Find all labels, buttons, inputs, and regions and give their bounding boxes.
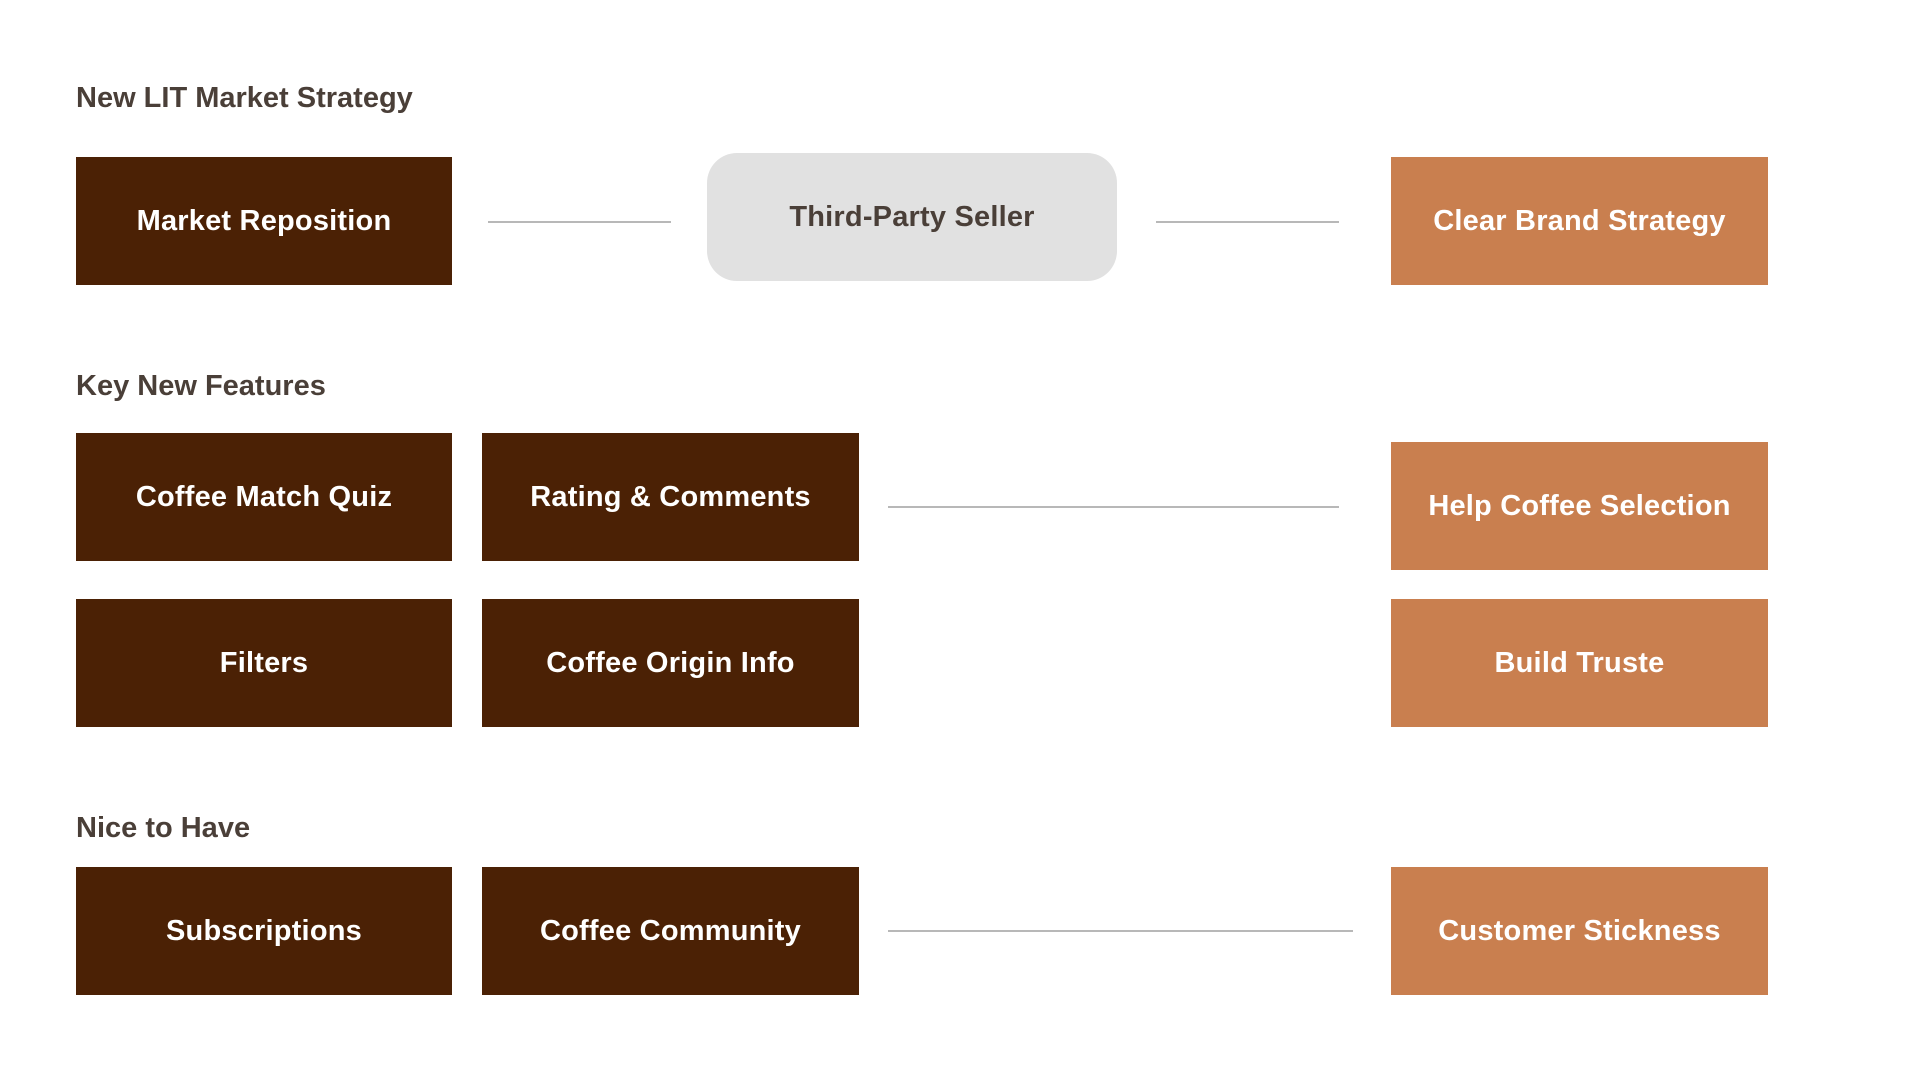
node-coffee-match-quiz: Coffee Match Quiz [76,433,452,561]
node-clear-brand-strategy: Clear Brand Strategy [1391,157,1768,285]
connector-seller-to-brand-strategy [1156,221,1339,223]
node-help-coffee-selection: Help Coffee Selection [1391,442,1768,570]
node-coffee-community: Coffee Community [482,867,859,995]
node-third-party-seller: Third-Party Seller [707,153,1117,281]
node-rating-comments: Rating & Comments [482,433,859,561]
node-subscriptions: Subscriptions [76,867,452,995]
section-heading-nice-to-have: Nice to Have [76,812,251,844]
node-build-trust: Build Truste [1391,599,1768,727]
connector-reposition-to-seller [488,221,671,223]
section-heading-strategy: New LIT Market Strategy [76,82,413,114]
node-market-reposition: Market Reposition [76,157,452,285]
connector-features-to-selection [888,506,1339,508]
node-customer-stickiness: Customer Stickness [1391,867,1768,995]
connector-nice-to-have-to-stickiness [888,930,1353,932]
node-filters: Filters [76,599,452,727]
node-coffee-origin-info: Coffee Origin Info [482,599,859,727]
section-heading-key-features: Key New Features [76,370,326,402]
